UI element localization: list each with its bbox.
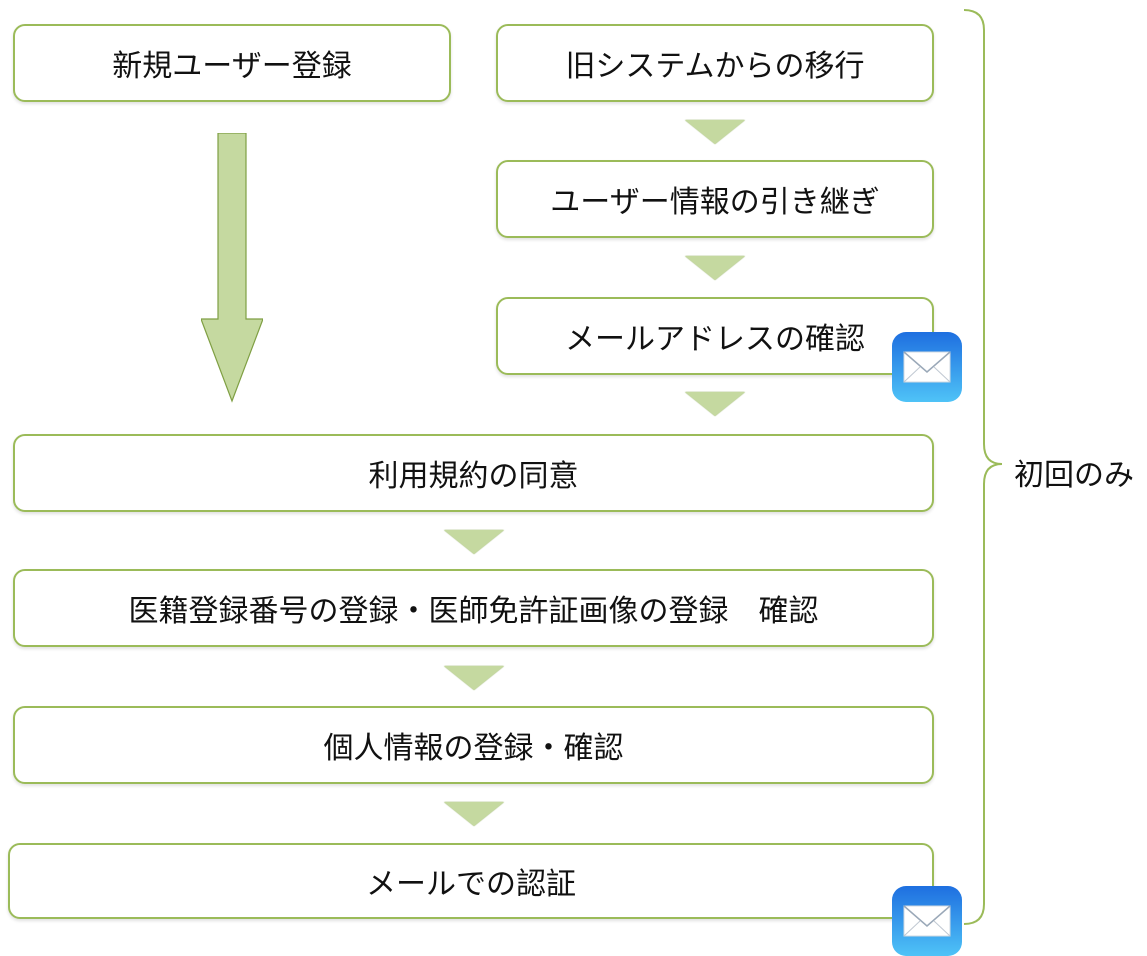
box-migration: 旧システムからの移行	[496, 24, 934, 102]
arrow-down-2	[685, 256, 745, 280]
right-brace	[963, 9, 1003, 925]
box-user-info-transfer-label: ユーザー情報の引き継ぎ	[550, 185, 880, 220]
brace-label-first-time-only: 初回のみ	[1014, 458, 1134, 493]
arrow-down-3	[685, 392, 745, 416]
box-email-confirm: メールアドレスの確認	[496, 297, 934, 375]
arrow-down-1	[685, 120, 745, 144]
arrow-down-4	[444, 530, 504, 554]
box-terms-agreement: 利用規約の同意	[13, 434, 934, 512]
mail-icon	[892, 886, 962, 956]
box-new-user-registration-label: 新規ユーザー登録	[112, 49, 352, 84]
box-terms-agreement-label: 利用規約の同意	[368, 459, 579, 494]
mail-icon	[892, 332, 962, 402]
box-migration-label: 旧システムからの移行	[565, 49, 865, 84]
box-email-auth: メールでの認証	[8, 843, 934, 919]
box-personal-info: 個人情報の登録・確認	[13, 706, 934, 784]
box-registration-license-label: 医籍登録番号の登録・医師免許証画像の登録 確認	[128, 594, 819, 629]
box-email-confirm-label: メールアドレスの確認	[565, 322, 865, 357]
box-registration-license: 医籍登録番号の登録・医師免許証画像の登録 確認	[13, 569, 934, 647]
arrow-down-5	[444, 666, 504, 690]
box-user-info-transfer: ユーザー情報の引き継ぎ	[496, 160, 934, 238]
box-personal-info-label: 個人情報の登録・確認	[323, 731, 624, 766]
big-down-arrow	[201, 133, 263, 403]
box-new-user-registration: 新規ユーザー登録	[13, 24, 451, 102]
arrow-down-6	[444, 802, 504, 826]
box-email-auth-label: メールでの認証	[366, 867, 576, 902]
